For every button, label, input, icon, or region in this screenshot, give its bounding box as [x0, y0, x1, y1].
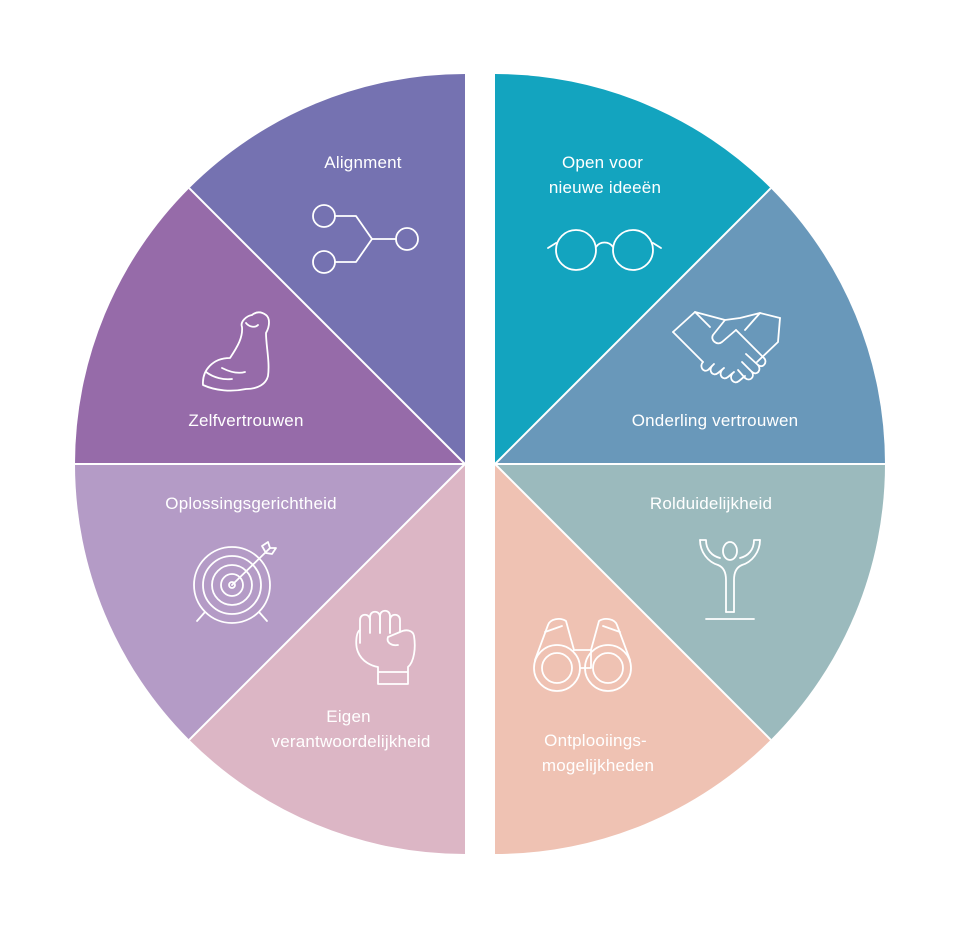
label-eigen-verantwoordelijkheid: Eigen verantwoordelijkheid	[272, 707, 431, 751]
segment-ontplooiingsmogelijkheden	[495, 464, 771, 854]
segment-separators	[75, 187, 885, 741]
segment-separator-line	[494, 187, 772, 465]
target-arrow-icon	[193, 541, 277, 624]
branch-nodes-icon	[312, 204, 419, 274]
raised-fist-icon	[355, 609, 416, 685]
label-rolduidelijkheid: Rolduidelijkheid	[650, 494, 772, 513]
flexed-arm-icon	[202, 311, 270, 392]
label-oplossingsgerichtheid: Oplossingsgerichtheid	[165, 494, 336, 513]
glasses-icon	[547, 229, 662, 271]
segment-eigen-verantwoordelijkheid	[189, 464, 466, 854]
segment-open-voor-nieuwe-ideeen	[495, 74, 771, 464]
label-zelfvertrouwen: Zelfvertrouwen	[188, 411, 303, 430]
segment-zelfvertrouwen	[75, 188, 465, 465]
arms-raised-person-icon	[699, 539, 761, 620]
segment-onderling-vertrouwen	[495, 188, 885, 465]
segment-alignment	[189, 74, 466, 464]
segment-oplossingsgerichtheid	[75, 464, 465, 740]
segment-separator-line	[188, 463, 466, 741]
label-alignment: Alignment	[324, 153, 401, 172]
label-open-voor-nieuwe-ideeen: Open voor nieuwe ideeën	[549, 153, 661, 197]
segment-rolduidelijkheid	[495, 464, 885, 740]
segment-separator-line	[188, 187, 466, 465]
segment-separator-line	[494, 463, 772, 741]
label-ontplooiingsmogelijkheden: Ontplooiings- mogelijkheden	[542, 731, 654, 775]
binoculars-icon	[533, 618, 632, 692]
label-onderling-vertrouwen: Onderling vertrouwen	[632, 411, 799, 430]
handshake-icon	[672, 311, 781, 384]
